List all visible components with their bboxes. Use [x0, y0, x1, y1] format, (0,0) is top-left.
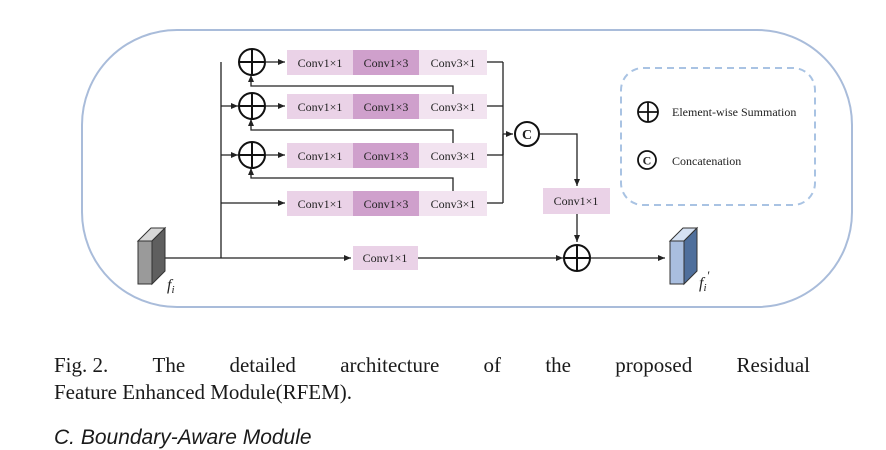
legend-concat-label: Concatenation — [672, 154, 741, 168]
legend-concat-icon — [637, 150, 657, 170]
conv-block — [287, 50, 353, 75]
concat-icon — [514, 121, 540, 147]
input-label: fi — [167, 277, 175, 296]
concat-out — [540, 133, 580, 186]
conv-label: Conv3×1 — [431, 197, 476, 211]
sum-icon — [238, 92, 266, 120]
caption-word: of — [483, 353, 502, 377]
shortcut-conv-label: Conv1×1 — [363, 251, 408, 265]
legend-sum-label: Element-wise Summation — [672, 105, 796, 119]
conv-block — [287, 191, 353, 216]
caption-word: the — [545, 353, 571, 377]
rfem-diagram: Element-wise Summation C Concatenation — [81, 29, 853, 308]
shortcut-conv-block — [353, 246, 418, 270]
caption-line-1: Fig. 2. The detailed architecture of the… — [54, 352, 810, 379]
conv-label: Conv1×3 — [364, 149, 409, 163]
caption-word: proposed — [615, 353, 693, 377]
conv-block — [353, 191, 419, 216]
feedback-3-2 — [248, 119, 454, 145]
feedback-4-3 — [248, 168, 454, 191]
legend-box — [620, 67, 816, 206]
conv-block — [419, 191, 487, 216]
feedback-2-1 — [248, 75, 454, 96]
conv-label: Conv1×1 — [298, 197, 343, 211]
module-border — [81, 29, 853, 308]
conv-label: Conv1×3 — [364, 56, 409, 70]
conv-label: Conv3×1 — [431, 56, 476, 70]
conv-block — [287, 143, 353, 168]
legend-sum-icon — [637, 101, 659, 123]
concat-symbol: C — [522, 128, 532, 143]
caption-fig-number: Fig. 2. — [54, 353, 109, 377]
conv-label: Conv1×3 — [364, 100, 409, 114]
caption-line-2: Feature Enhanced Module(RFEM). — [54, 380, 353, 404]
conv-label: Conv3×1 — [431, 149, 476, 163]
conv-label: Conv1×1 — [298, 100, 343, 114]
fuse-conv-label: Conv1×1 — [554, 194, 599, 208]
figure-caption: Fig. 2. The detailed architecture of the… — [54, 352, 810, 406]
output-label: fi′ — [699, 268, 710, 294]
conv-block — [419, 94, 487, 119]
conv-block — [287, 94, 353, 119]
section-heading: C. Boundary-Aware Module — [54, 426, 312, 449]
conv-label: Conv1×1 — [298, 56, 343, 70]
caption-word: The — [152, 353, 186, 377]
sum-icon — [563, 244, 591, 272]
output-feature-map — [668, 226, 699, 286]
conv-block — [353, 143, 419, 168]
input-feature-map — [136, 226, 167, 286]
fuse-conv-block — [543, 188, 610, 214]
conv-label: Conv1×3 — [364, 197, 409, 211]
legend-concat-symbol: C — [643, 154, 652, 168]
conv-label: Conv3×1 — [431, 100, 476, 114]
caption-word: Residual — [736, 353, 811, 377]
sum-icon — [238, 141, 266, 169]
conv-block — [353, 50, 419, 75]
conv-label: Conv1×1 — [298, 149, 343, 163]
conv-block — [353, 94, 419, 119]
conv-block — [419, 50, 487, 75]
caption-word: detailed — [229, 353, 296, 377]
caption-word: architecture — [340, 353, 440, 377]
conv-block — [419, 143, 487, 168]
sum-icon — [238, 48, 266, 76]
